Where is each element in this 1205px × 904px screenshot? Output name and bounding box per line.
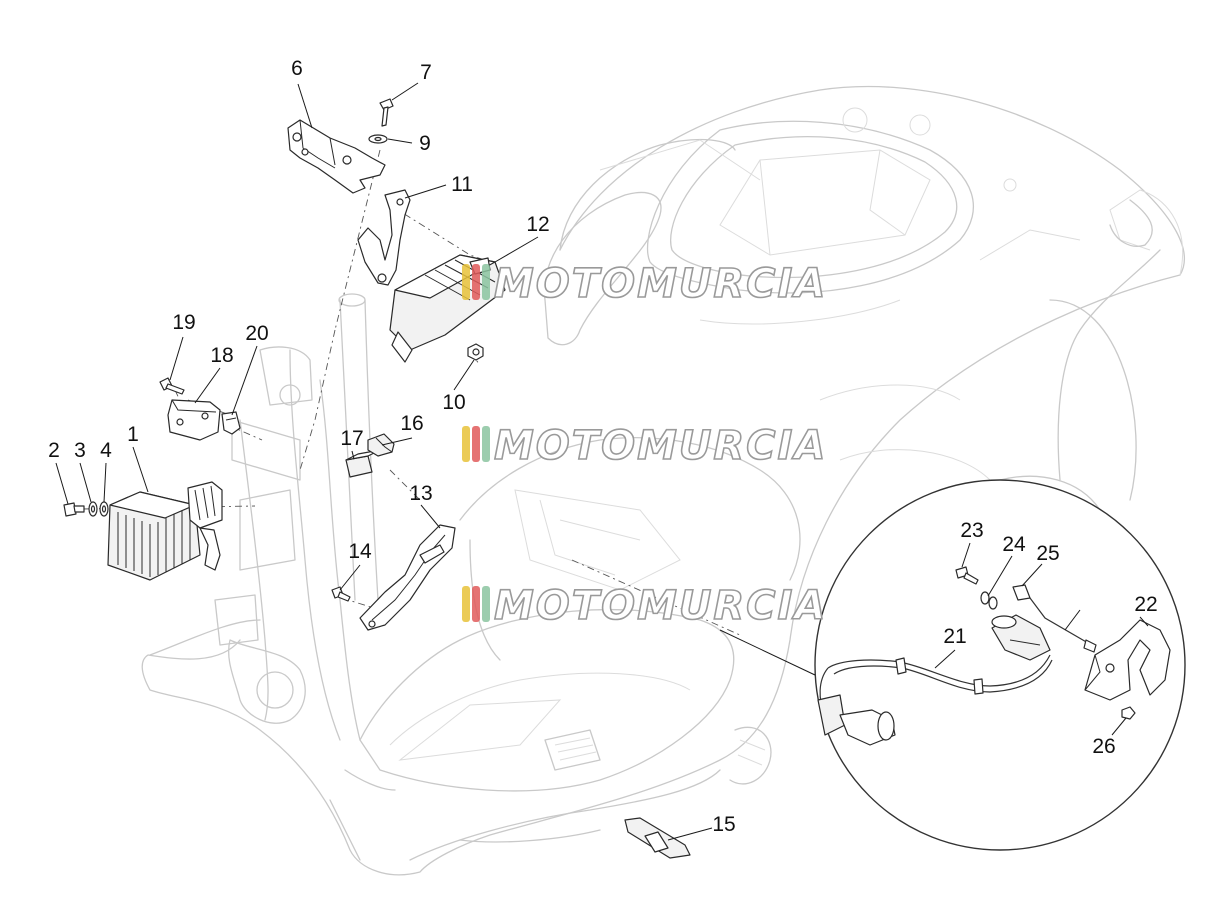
watermark-2: MOTOMURCIA [462, 422, 827, 470]
part-7-washer [368, 134, 388, 144]
callout-9: 10 [442, 391, 465, 414]
callout-2: 2 [48, 439, 60, 462]
detail-inset-circle [719, 479, 1186, 851]
part-25-nut [1121, 706, 1136, 720]
callout-24: 25 [1036, 542, 1059, 565]
leader-lines [55, 82, 1149, 841]
part-1-voltage-regulator [107, 481, 223, 581]
callout-14: 15 [712, 813, 735, 836]
callout-5: 6 [291, 57, 303, 80]
part-26-spark-plug-wire [1029, 597, 1097, 653]
watermark-text: MOTOMURCIA [494, 583, 827, 629]
callout-4: 4 [100, 439, 112, 462]
part-18-bolt [159, 377, 185, 395]
part-19-clip [221, 411, 241, 435]
callout-10: 11 [451, 173, 473, 196]
part-15-holder [367, 433, 395, 457]
callout-11: 12 [526, 213, 549, 236]
callout-18: 19 [172, 311, 195, 334]
callout-1: 1 [127, 423, 139, 446]
part-21-bracket [1084, 619, 1171, 701]
part-22-bolt [955, 566, 979, 585]
part-4-washer [99, 501, 109, 517]
callout-13: 14 [348, 540, 372, 563]
callout-3: 3 [74, 439, 86, 462]
callout-22: 23 [960, 519, 983, 542]
callout-7: 9 [419, 132, 431, 155]
callout-16: 17 [340, 427, 363, 450]
callout-19: 20 [245, 322, 268, 345]
part-3-washer [88, 501, 98, 517]
part-2-bolt [63, 502, 85, 517]
watermark-text: MOTOMURCIA [494, 261, 827, 307]
callout-21: 22 [1134, 593, 1157, 616]
part-12-plate [359, 524, 456, 631]
callout-23: 24 [1002, 533, 1026, 556]
callout-6: 7 [420, 61, 432, 84]
callout-12: 13 [409, 482, 432, 505]
callout-15: 16 [400, 412, 423, 435]
watermark-3: MOTOMURCIA [462, 582, 827, 630]
part-5-upper-bracket [287, 119, 386, 194]
part-10-lower-bracket [357, 189, 411, 286]
callout-25: 26 [1092, 735, 1115, 758]
part-17-small-bracket [167, 399, 221, 441]
part-6-screw [379, 98, 394, 127]
callout-17: 18 [210, 344, 233, 367]
callout-labels: 6 7 9 11 12 10 19 18 20 1 2 3 4 17 16 13… [48, 57, 1158, 836]
part-14-cover [624, 817, 691, 859]
watermark-1: MOTOMURCIA [462, 260, 827, 308]
watermark-text: MOTOMURCIA [494, 423, 827, 469]
scooter-body-outline [141, 85, 1185, 876]
callout-20: 21 [943, 625, 966, 648]
part-23-washer [980, 591, 998, 610]
part-9-nut [467, 343, 484, 361]
part-20-ht-coil [817, 614, 1053, 746]
